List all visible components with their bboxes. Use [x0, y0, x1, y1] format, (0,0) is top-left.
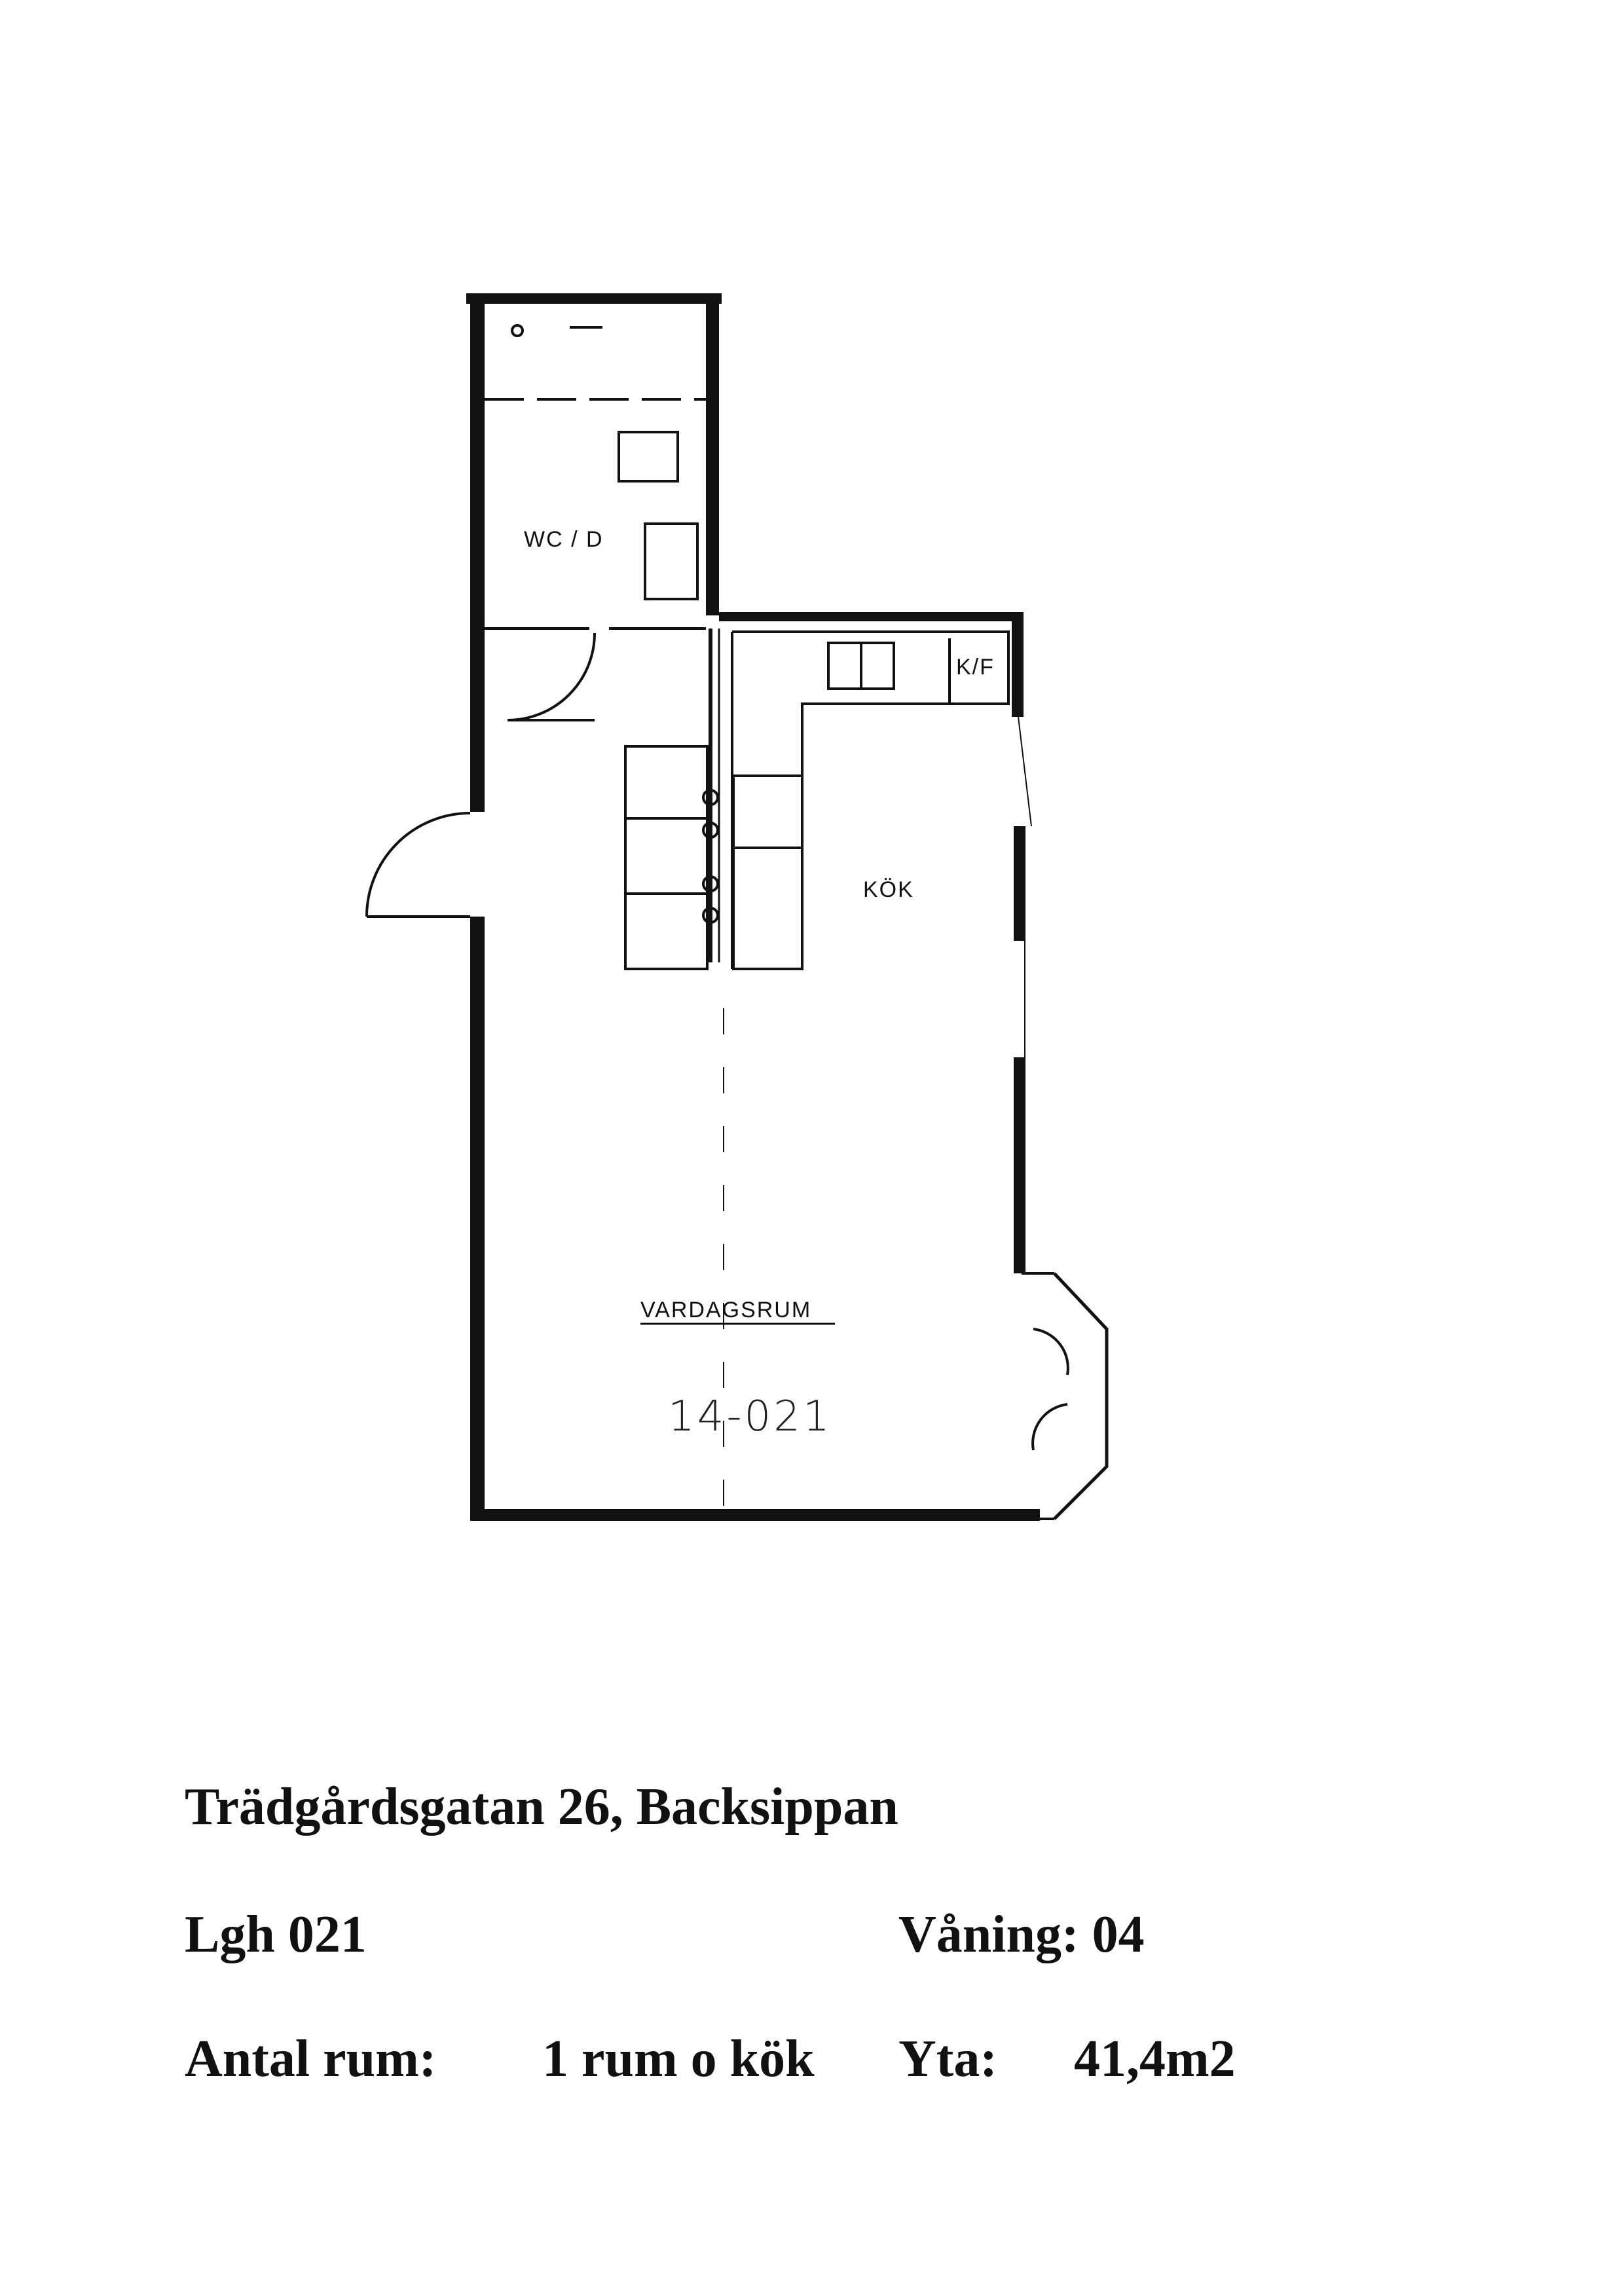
apartment-number: Lgh 021 — [185, 1906, 367, 1963]
floor-plan: WC / D K/F KÖK VARDAGSRUM 14-021 — [365, 293, 1109, 1521]
room-label-kok: KÖK — [863, 877, 914, 902]
unit-code: 14-021 — [668, 1393, 832, 1441]
rooms-value: 1 rum o kök — [542, 2030, 815, 2088]
rooms-label: Antal rum: — [185, 2030, 437, 2088]
room-label-wc: WC / D — [524, 527, 604, 552]
room-label-vardagsrum: VARDAGSRUM — [640, 1298, 811, 1322]
doors — [365, 632, 1069, 1451]
area-label: Yta: — [898, 2030, 998, 2088]
room-label-kf: K/F — [956, 655, 995, 680]
exterior-walls — [466, 293, 1040, 1521]
address-title: Trädgårdsgatan 26, Backsippan — [185, 1778, 898, 1836]
interior-lines — [485, 324, 1109, 1520]
floor-number: Våning: 04 — [898, 1906, 1145, 1963]
area-value: 41,4m2 — [1074, 2030, 1236, 2088]
